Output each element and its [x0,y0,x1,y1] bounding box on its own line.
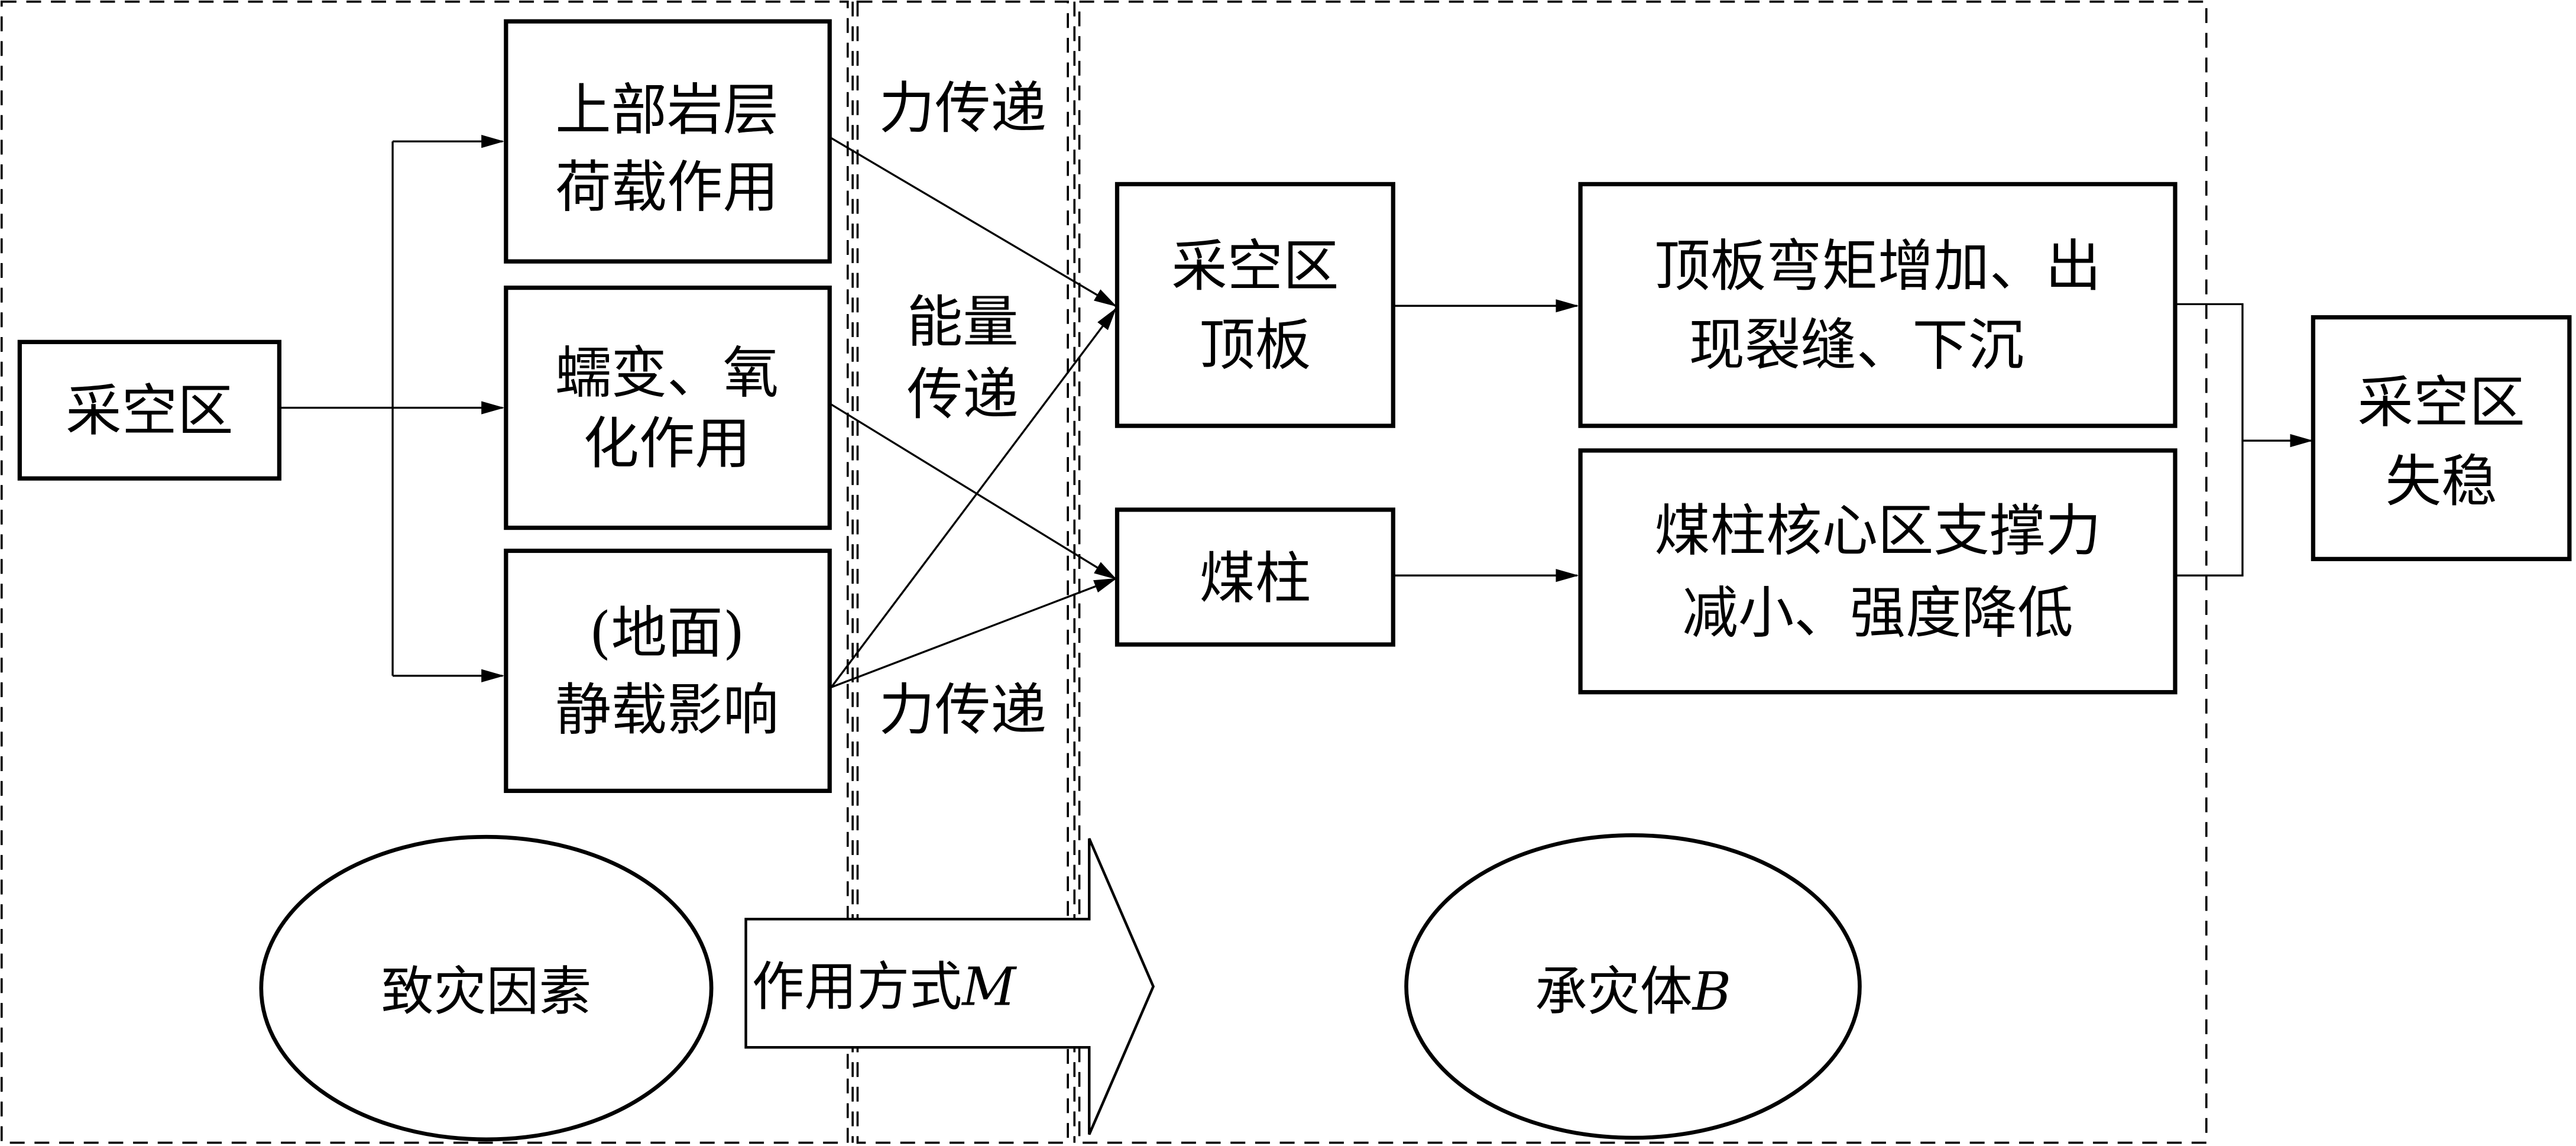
node-roof-effect-line1: 顶板弯矩增加、出 [1654,234,2101,299]
node-roof-effect: 顶板弯矩增加、出 现裂缝、下沉 [1578,182,2178,428]
region-frame-action-mode [856,0,1069,1144]
node-ground-static-load: (地面) 静载影响 [504,548,832,794]
node-creep-oxidation-line1: 蠕变、氧 [555,341,779,406]
node-roof-effect-line2: 现裂缝、下沉 [1689,313,2024,378]
node-coal-pillar-label: 煤柱 [1199,546,1311,611]
node-ground-static-load-line1: (地面) [589,600,745,665]
energy-transfer-label-line2: 传递 [907,362,1019,427]
node-pillar-effect-line1: 煤柱核心区支撑力 [1654,498,2101,564]
node-creep-oxidation: 蠕变、氧 化作用 [504,285,832,530]
action-mode-label: 作用方式M [752,956,1018,1017]
node-goaf: 采空区 [17,339,281,481]
transfer-arrows [830,137,1117,688]
node-goaf-label: 采空区 [66,378,233,443]
node-goaf-instability: 采空区 失稳 [2311,315,2572,561]
effect-arrows [1395,299,2313,582]
node-goaf-instability-line2: 失稳 [2386,449,2497,514]
node-ground-static-load-line2: 静载影响 [555,678,779,743]
energy-transfer-label-line1: 能量 [907,290,1019,355]
disaster-factors-ellipse: 致灾因素 [259,834,714,1142]
force-transfer-label-bottom: 力传递 [879,678,1046,743]
node-goaf-roof-line1: 采空区 [1171,234,1339,299]
node-goaf-roof-line2: 顶板 [1199,313,1311,378]
node-pillar-effect: 煤柱核心区支撑力 减小、强度降低 [1578,448,2178,695]
region-frame-disaster-factors [0,0,849,1144]
goaf-branch-connector [279,134,505,682]
disaster-bearer-ellipse: 承灾体B [1404,833,1862,1140]
disaster-factors-label: 致灾因素 [381,961,592,1022]
node-coal-pillar: 煤柱 [1114,507,1395,647]
node-overburden-load-line2: 荷载作用 [555,155,779,220]
node-goaf-instability-line1: 采空区 [2357,370,2525,435]
node-creep-oxidation-line2: 化作用 [583,412,750,477]
node-overburden-load-line1: 上部岩层 [555,77,779,143]
node-goaf-roof: 采空区 顶板 [1114,182,1395,428]
node-overburden-load: 上部岩层 荷载作用 [504,19,832,264]
node-pillar-effect-line2: 减小、强度降低 [1682,581,2073,646]
force-transfer-label-top: 力传递 [879,76,1046,141]
action-mode-arrow: 作用方式M [744,838,1155,1135]
disaster-bearer-label: 承灾体B [1535,961,1731,1022]
